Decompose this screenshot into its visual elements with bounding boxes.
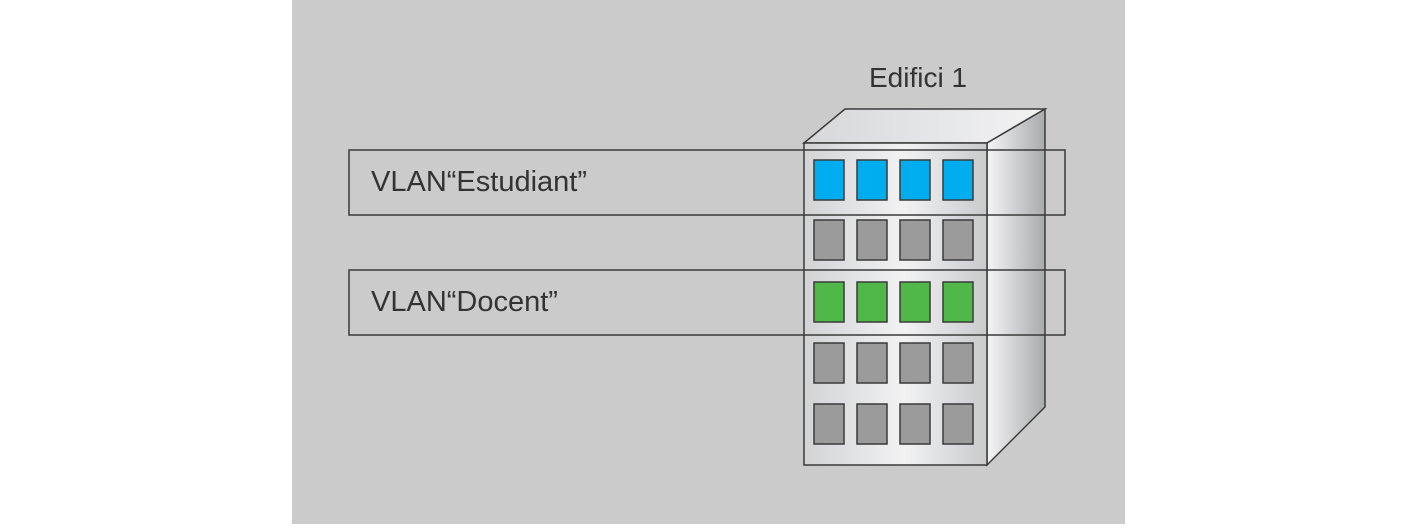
window xyxy=(942,159,974,201)
window xyxy=(856,342,888,384)
building-side-wall xyxy=(986,107,1046,467)
vlan-band: VLAN“Estudiant” xyxy=(348,149,1066,216)
vlan-band-outline xyxy=(348,149,1066,216)
window xyxy=(813,342,845,384)
window xyxy=(856,281,888,323)
window xyxy=(856,159,888,201)
window xyxy=(942,281,974,323)
window xyxy=(813,403,845,445)
window xyxy=(899,159,931,201)
window xyxy=(942,342,974,384)
window xyxy=(899,219,931,261)
window xyxy=(813,219,845,261)
window xyxy=(813,159,845,201)
window xyxy=(942,219,974,261)
vlan-bands: VLAN“Estudiant” VLAN“Docent” xyxy=(348,149,1066,336)
window xyxy=(813,281,845,323)
window xyxy=(899,281,931,323)
building-label: Edifici 1 xyxy=(869,62,967,93)
building xyxy=(801,107,1048,467)
vlan-label: VLAN“Estudiant” xyxy=(371,166,587,198)
window xyxy=(856,403,888,445)
vlan-band: VLAN“Docent” xyxy=(348,269,1066,336)
building-windows xyxy=(813,159,974,445)
vlan-label: VLAN“Docent” xyxy=(371,286,558,318)
vlan-band-outline xyxy=(348,269,1066,336)
window xyxy=(856,219,888,261)
window xyxy=(942,403,974,445)
window xyxy=(899,342,931,384)
window xyxy=(899,403,931,445)
